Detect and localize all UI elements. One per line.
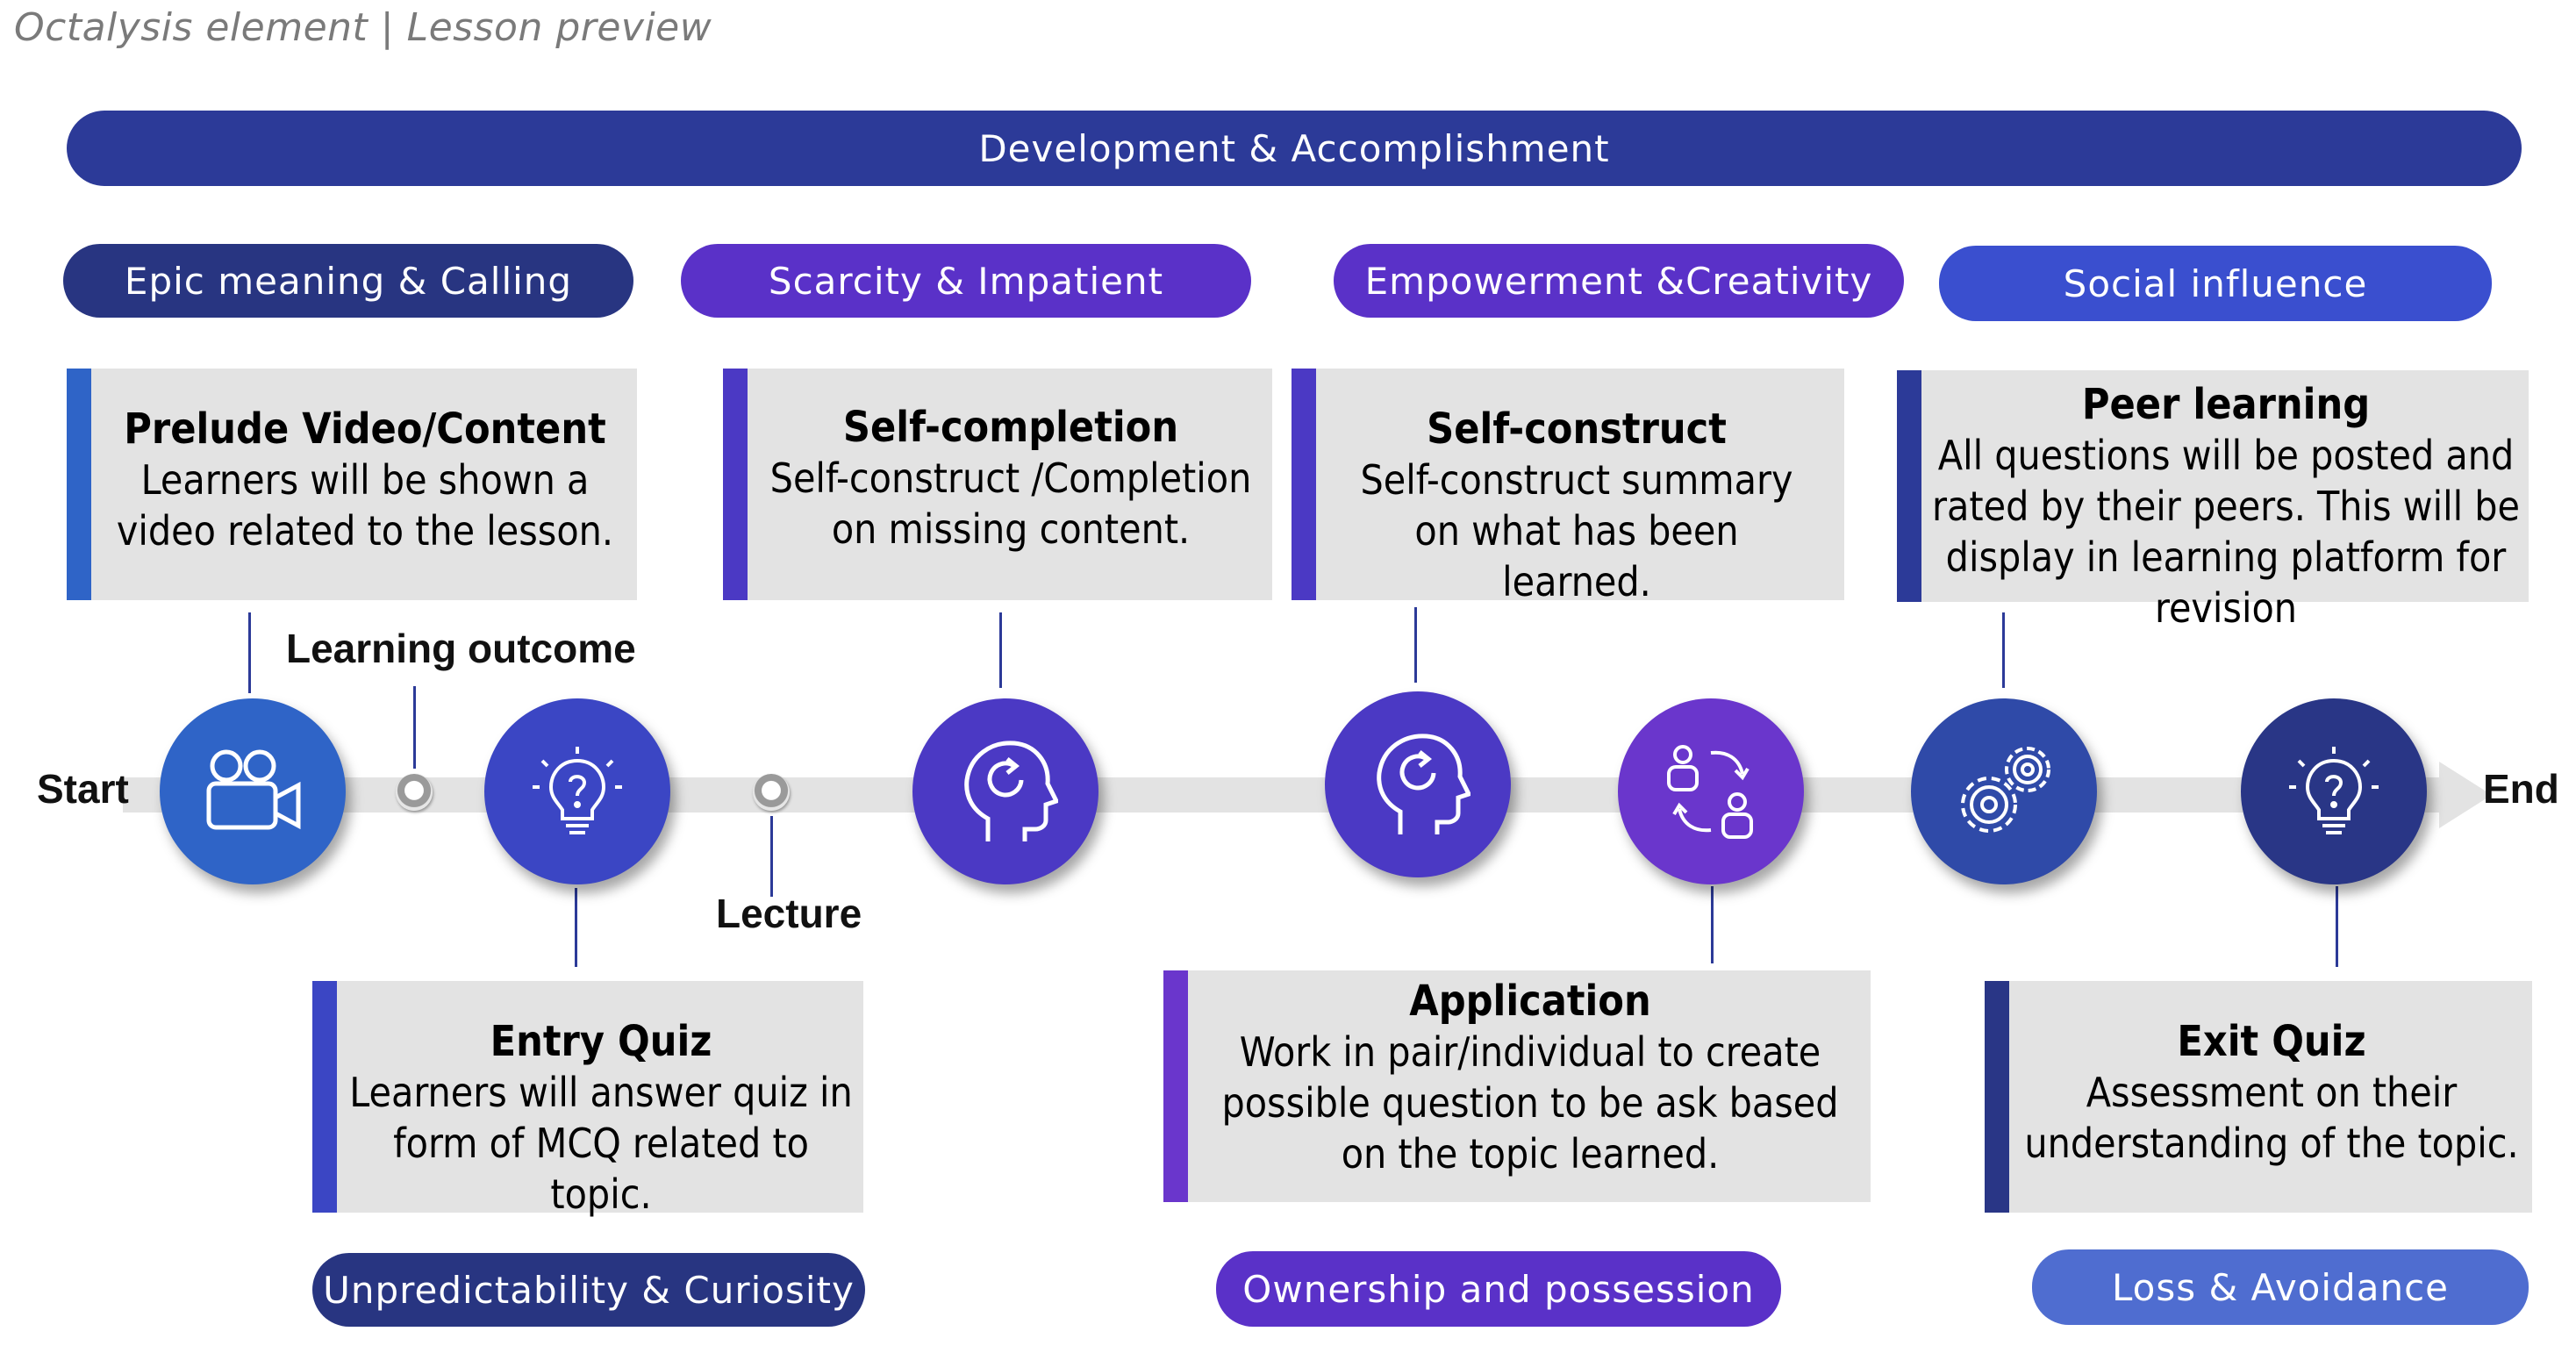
card-accent [312,981,337,1213]
connector-line [2336,886,2338,967]
card-exit-quiz: Exit Quiz Assessment on their understand… [1985,981,2532,1213]
stage-application-circle [1618,698,1804,884]
connector-line [1414,607,1417,683]
card-accent [1292,369,1316,600]
stage-self-construct-circle [1325,691,1511,877]
connector-line [770,816,773,897]
card-title: Peer learning [2081,380,2371,429]
stage-peer-learning-circle [1911,698,2097,884]
stage-prelude-circle [160,698,346,884]
connector-line [575,888,577,967]
card-title: Application [1409,977,1651,1026]
gears-icon [1961,747,2050,833]
drive-unpredictability: Unpredictability & Curiosity [312,1253,865,1327]
card-peer-learning: Peer learning All questions will be post… [1897,370,2529,632]
card-title: Exit Quiz [2177,1017,2366,1066]
learning-outcome-node [396,774,433,811]
card-accent [1985,981,2009,1213]
card-entry-quiz: Entry Quiz Learners will answer quiz in … [312,981,863,1218]
card-body: Assessment on their understanding of the… [2024,1069,2519,1167]
drive-ownership: Ownership and possession [1216,1251,1781,1327]
card-self-completion: Self-completion Self-construct /Completi… [723,369,1272,600]
card-title: Entry Quiz [490,1017,712,1066]
drive-epic-meaning: Epic meaning & Calling [63,244,633,318]
stage-exit-quiz-circle [2241,698,2427,884]
lecture-label: Lecture [716,891,862,936]
stage-self-completion-circle [912,698,1098,884]
card-body: Learners will be shown a video related t… [116,456,614,555]
card-body: Learners will answer quiz in form of MCQ… [349,1069,853,1218]
card-accent [1163,970,1188,1202]
timeline-end-label: End [2483,766,2559,812]
stage-entry-quiz-circle [484,698,670,884]
head-refresh-icon [1377,734,1470,834]
drive-loss-avoidance: Loss & Avoidance [2032,1249,2529,1325]
lightbulb-question-icon [533,747,622,834]
lightbulb-question-icon [2289,747,2379,834]
development-accomplishment-banner: Development & Accomplishment [67,111,2522,186]
head-refresh-icon [964,741,1058,841]
card-self-construct: Self-construct Self-construct summary on… [1292,369,1844,605]
card-title: Prelude Video/Content [124,404,606,454]
connector-line [1711,886,1714,963]
card-accent [723,369,748,600]
card-accent [67,369,91,600]
learning-outcome-label: Learning outcome [286,626,636,671]
card-accent [1897,370,1921,602]
drive-empowerment: Empowerment &Creativity [1334,244,1904,318]
card-application: Application Work in pair/individual to c… [1163,970,1871,1202]
card-body: Work in pair/individual to create possib… [1221,1028,1839,1178]
timeline-track [123,762,2492,828]
connector-line [2002,612,2005,688]
drive-scarcity: Scarcity & Impatient [681,244,1251,318]
video-camera-icon [206,749,301,830]
card-body: Self-construct /Completion on missing co… [769,455,1252,553]
drive-social-influence: Social influence [1939,246,2492,321]
connector-line [999,612,1002,688]
page-title: Octalysis element | Lesson preview [14,5,712,50]
card-prelude: Prelude Video/Content Learners will be s… [67,369,637,600]
timeline-start-label: Start [37,766,129,812]
card-title: Self-construct [1427,404,1727,454]
lecture-node [753,774,790,811]
card-title: Self-completion [842,403,1179,452]
people-exchange-icon [1667,745,1753,839]
card-body: All questions will be posted and rated b… [1932,432,2520,632]
connector-line [248,612,251,693]
connector-line [413,686,416,769]
card-body: Self-construct summary on what has been … [1360,456,1793,605]
